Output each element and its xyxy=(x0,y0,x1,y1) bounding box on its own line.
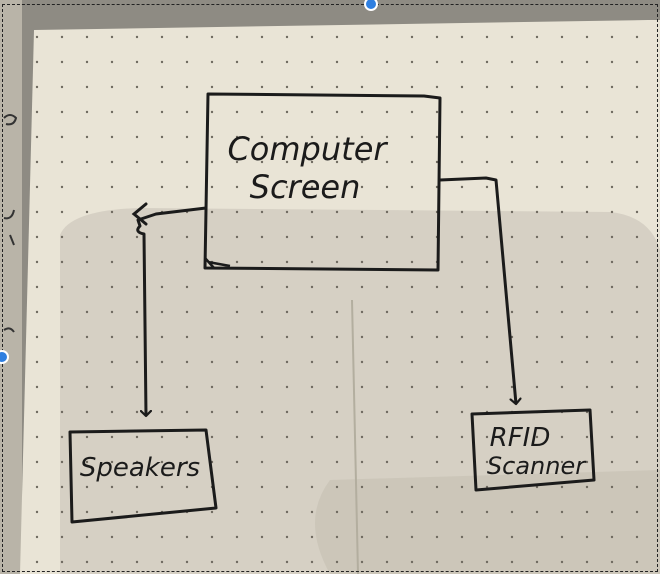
arrowhead-icon xyxy=(131,202,148,226)
computer-screen-label-line-1: Computer xyxy=(227,130,388,168)
computer-screen-box xyxy=(203,92,442,272)
connector-line xyxy=(136,206,207,416)
margin-scribble xyxy=(3,114,18,126)
rfid-scanner-label-line-2: Scanner xyxy=(487,452,587,480)
rfid-scanner-label-line-1: RFID xyxy=(490,423,551,453)
computer-screen-label-line-2: Screen xyxy=(250,168,361,206)
rfid-scanner-node: RFID Scanner xyxy=(470,408,596,492)
edge-to-rfid-scanner xyxy=(439,176,516,404)
resize-handle-top[interactable] xyxy=(364,0,378,11)
edge-to-speakers xyxy=(131,202,207,416)
left-page-edge xyxy=(0,0,22,574)
box-corner-stroke xyxy=(204,257,231,269)
connector-line xyxy=(439,176,516,404)
dot-grid xyxy=(20,20,660,574)
margin-scribble xyxy=(3,209,15,246)
rfid-scanner-box xyxy=(470,408,596,492)
speakers-node: Speakers xyxy=(68,428,218,524)
computer-screen-node: Computer Screen xyxy=(203,92,442,272)
resize-handle-left[interactable] xyxy=(0,350,9,364)
speakers-box xyxy=(68,428,218,524)
speakers-label: Speakers xyxy=(80,453,200,483)
margin-scribble xyxy=(3,327,15,333)
